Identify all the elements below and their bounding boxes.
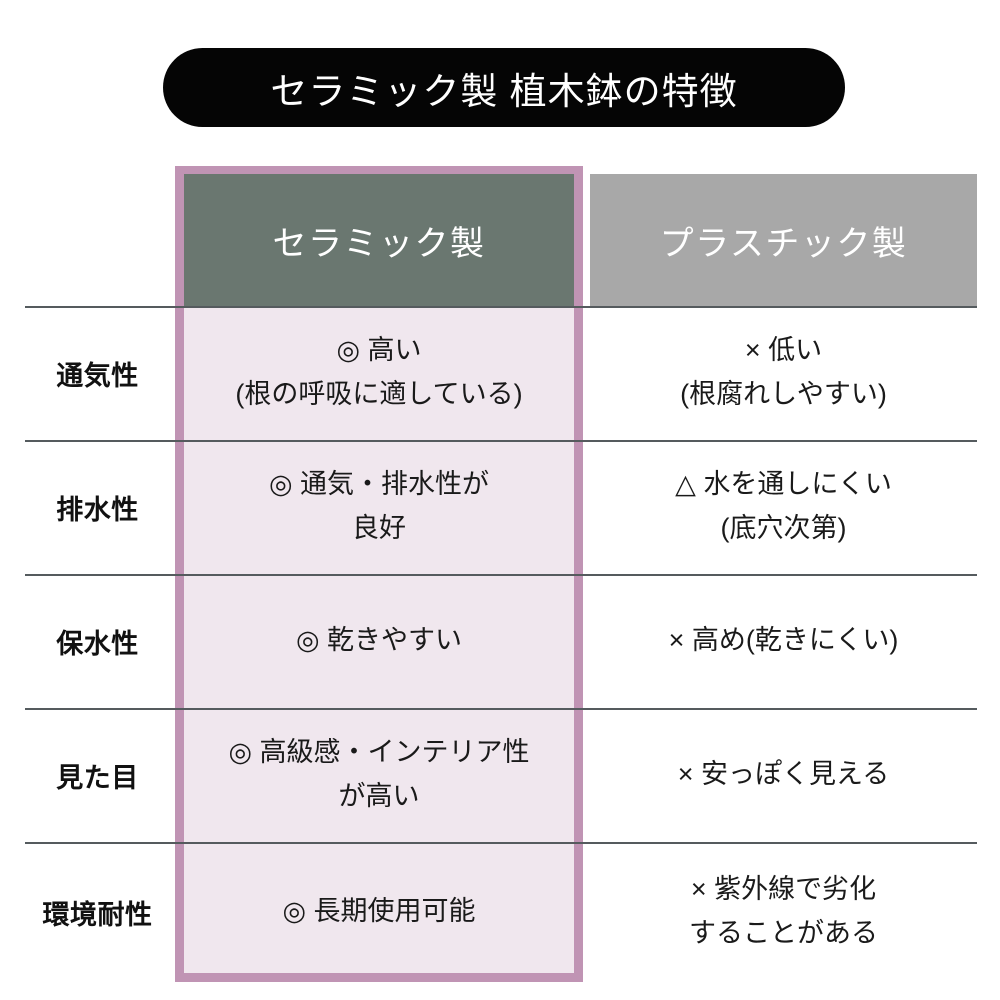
table-row: 保水性 ◎ 乾きやすい × 高め(乾きにくい)	[0, 574, 1000, 708]
cell-ceramic-line2: (根の呼吸に適している)	[235, 379, 523, 409]
cell-plastic-line2: することがある	[689, 918, 878, 948]
ceramic-column-background	[184, 306, 574, 973]
cell-ceramic-line1: ◎ 長期使用可能	[282, 896, 476, 927]
cell-ceramic: ◎ 乾きやすい	[184, 574, 574, 708]
column-header-plastic-label: プラスチック製	[659, 224, 908, 263]
row-header-label: 排水性	[56, 494, 139, 525]
cell-plastic-line1: △ 水を通しにくい	[675, 469, 892, 500]
row-header-cell: 保水性	[20, 574, 175, 708]
row-header-label: 通気性	[56, 360, 139, 391]
cell-plastic-line1: × 安っぽく見える	[677, 759, 890, 790]
page-title-banner: セラミック製 植木鉢の特徴	[163, 48, 845, 127]
row-header-cell: 排水性	[20, 440, 175, 574]
cell-plastic-line2: (根腐れしやすい)	[680, 379, 887, 409]
row-divider	[25, 708, 977, 710]
cell-plastic: × 紫外線で劣化 することがある	[590, 842, 977, 982]
column-header-ceramic-label: セラミック製	[272, 224, 486, 263]
row-header-cell: 環境耐性	[20, 842, 175, 982]
cell-ceramic: ◎ 通気・排水性が 良好	[184, 440, 574, 574]
row-divider	[25, 842, 977, 844]
row-header-label: 環境耐性	[42, 899, 153, 930]
cell-ceramic: ◎ 長期使用可能	[184, 842, 574, 982]
cell-plastic: × 高め(乾きにくい)	[590, 574, 977, 708]
cell-ceramic-line2: 良好	[352, 513, 406, 543]
row-header-label: 見た目	[56, 762, 139, 793]
cell-ceramic-line1: ◎ 通気・排水性が	[268, 469, 490, 500]
cell-ceramic-line1: ◎ 乾きやすい	[295, 625, 463, 656]
cell-plastic: × 安っぽく見える	[590, 708, 977, 842]
row-header-cell: 通気性	[20, 306, 175, 440]
cell-plastic-line1: × 紫外線で劣化	[690, 874, 877, 905]
row-divider	[25, 306, 977, 308]
cell-ceramic-line2: が高い	[338, 781, 420, 811]
cell-ceramic-line1: ◎ 高級感・インテリア性	[228, 737, 530, 768]
page-title: セラミック製 植木鉢の特徴	[270, 70, 738, 112]
table-row: 通気性 ◎ 高い (根の呼吸に適している) × 低い (根腐れしやすい)	[0, 306, 1000, 440]
cell-ceramic: ◎ 高い (根の呼吸に適している)	[184, 306, 574, 440]
cell-plastic-line1: × 低い	[744, 335, 823, 366]
table-row: 見た目 ◎ 高級感・インテリア性 が高い × 安っぽく見える	[0, 708, 1000, 842]
cell-plastic: × 低い (根腐れしやすい)	[590, 306, 977, 440]
row-divider	[25, 440, 977, 442]
row-divider	[25, 574, 977, 576]
cell-plastic-line2: (底穴次第)	[720, 513, 847, 543]
cell-ceramic: ◎ 高級感・インテリア性 が高い	[184, 708, 574, 842]
cell-plastic: △ 水を通しにくい (底穴次第)	[590, 440, 977, 574]
column-header-ceramic: セラミック製	[184, 174, 574, 306]
cell-plastic-line1: × 高め(乾きにくい)	[668, 625, 899, 656]
cell-ceramic-line1: ◎ 高い	[336, 335, 422, 366]
column-header-plastic: プラスチック製	[590, 174, 977, 306]
table-row: 排水性 ◎ 通気・排水性が 良好 △ 水を通しにくい (底穴次第)	[0, 440, 1000, 574]
row-header-label: 保水性	[56, 628, 139, 659]
row-header-cell: 見た目	[20, 708, 175, 842]
table-row: 環境耐性 ◎ 長期使用可能 × 紫外線で劣化 することがある	[0, 842, 1000, 982]
